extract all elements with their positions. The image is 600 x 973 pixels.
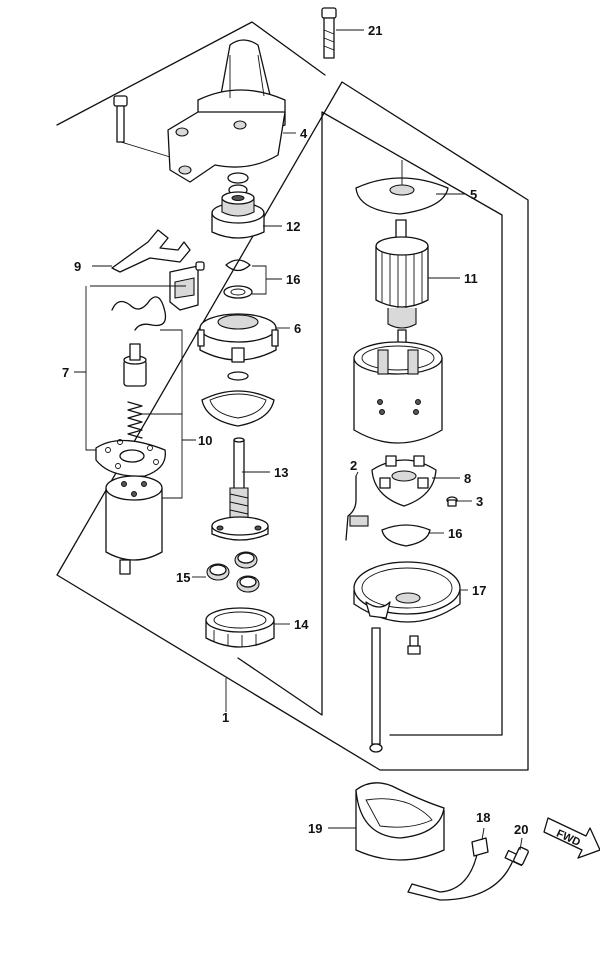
gasket [201,390,275,427]
callout-10: 10 [198,433,212,448]
fwd-arrow-icon: FWD [543,817,600,859]
callout-14: 14 [294,617,309,632]
lead-brush-2 [345,475,369,541]
return-spring [111,296,167,331]
callout-1: 1 [222,710,229,725]
gear-washer [227,371,249,381]
callout-6: 6 [294,321,301,336]
callout-21: 21 [368,23,382,38]
clamp-band-18 [407,837,515,901]
front-housing-4 [167,39,286,183]
lever-holder [169,261,205,311]
callout-labels: 21 4 5 12 9 16 11 6 7 10 2 13 8 3 16 15 … [62,23,528,837]
clamp-bolt-20 [504,846,529,867]
plunger [123,343,147,387]
callout-12: 12 [286,219,300,234]
callout-20: 20 [514,822,528,837]
assembly-boundary-inner [237,111,503,736]
end-plate-5 [355,160,449,215]
housing-bolt [113,95,181,161]
shift-lever-9 [111,229,191,273]
leader-bracket-7 [74,285,186,451]
internal-gear-14 [205,607,275,648]
small-screw-3 [446,496,458,507]
planetary-gears-15 [206,551,260,593]
callout-5: 5 [470,187,477,202]
bolt-21 [321,7,337,59]
leader-bracket-10 [142,329,196,499]
fwd-label: FWD [554,828,582,849]
assembly-boundary-outer [56,21,529,771]
through-bolt [369,627,383,753]
callout-15: 15 [176,570,190,585]
callout-3: 3 [476,494,483,509]
cover-nut [407,635,421,655]
callout-16-lower: 16 [448,526,462,541]
washer-16-lower [381,524,431,547]
callout-7: 7 [62,365,69,380]
solenoid-10 [105,475,163,575]
callout-4: 4 [300,126,308,141]
callout-18: 18 [476,810,490,825]
gear-housing-6 [197,313,279,363]
rear-cover-17 [353,561,461,623]
callout-9: 9 [74,259,81,274]
callout-13: 13 [274,465,288,480]
callout-11: 11 [464,271,478,286]
leader-lines [92,29,523,851]
callout-19: 19 [308,821,322,836]
brush-holder-8 [371,455,437,507]
plunger-spring [127,401,143,439]
callout-16-upper: 16 [286,272,300,287]
armature-11 [375,219,429,345]
drive-shaft-13 [211,437,269,541]
pinion-gear-12 [211,191,265,239]
yoke-field-frame [353,341,443,444]
rubber-sleeve-19 [355,782,445,861]
solenoid-gasket [95,439,166,477]
callout-17: 17 [472,583,486,598]
callout-8: 8 [464,471,471,486]
snap-ring-16 [223,259,253,299]
callout-2: 2 [350,458,357,473]
